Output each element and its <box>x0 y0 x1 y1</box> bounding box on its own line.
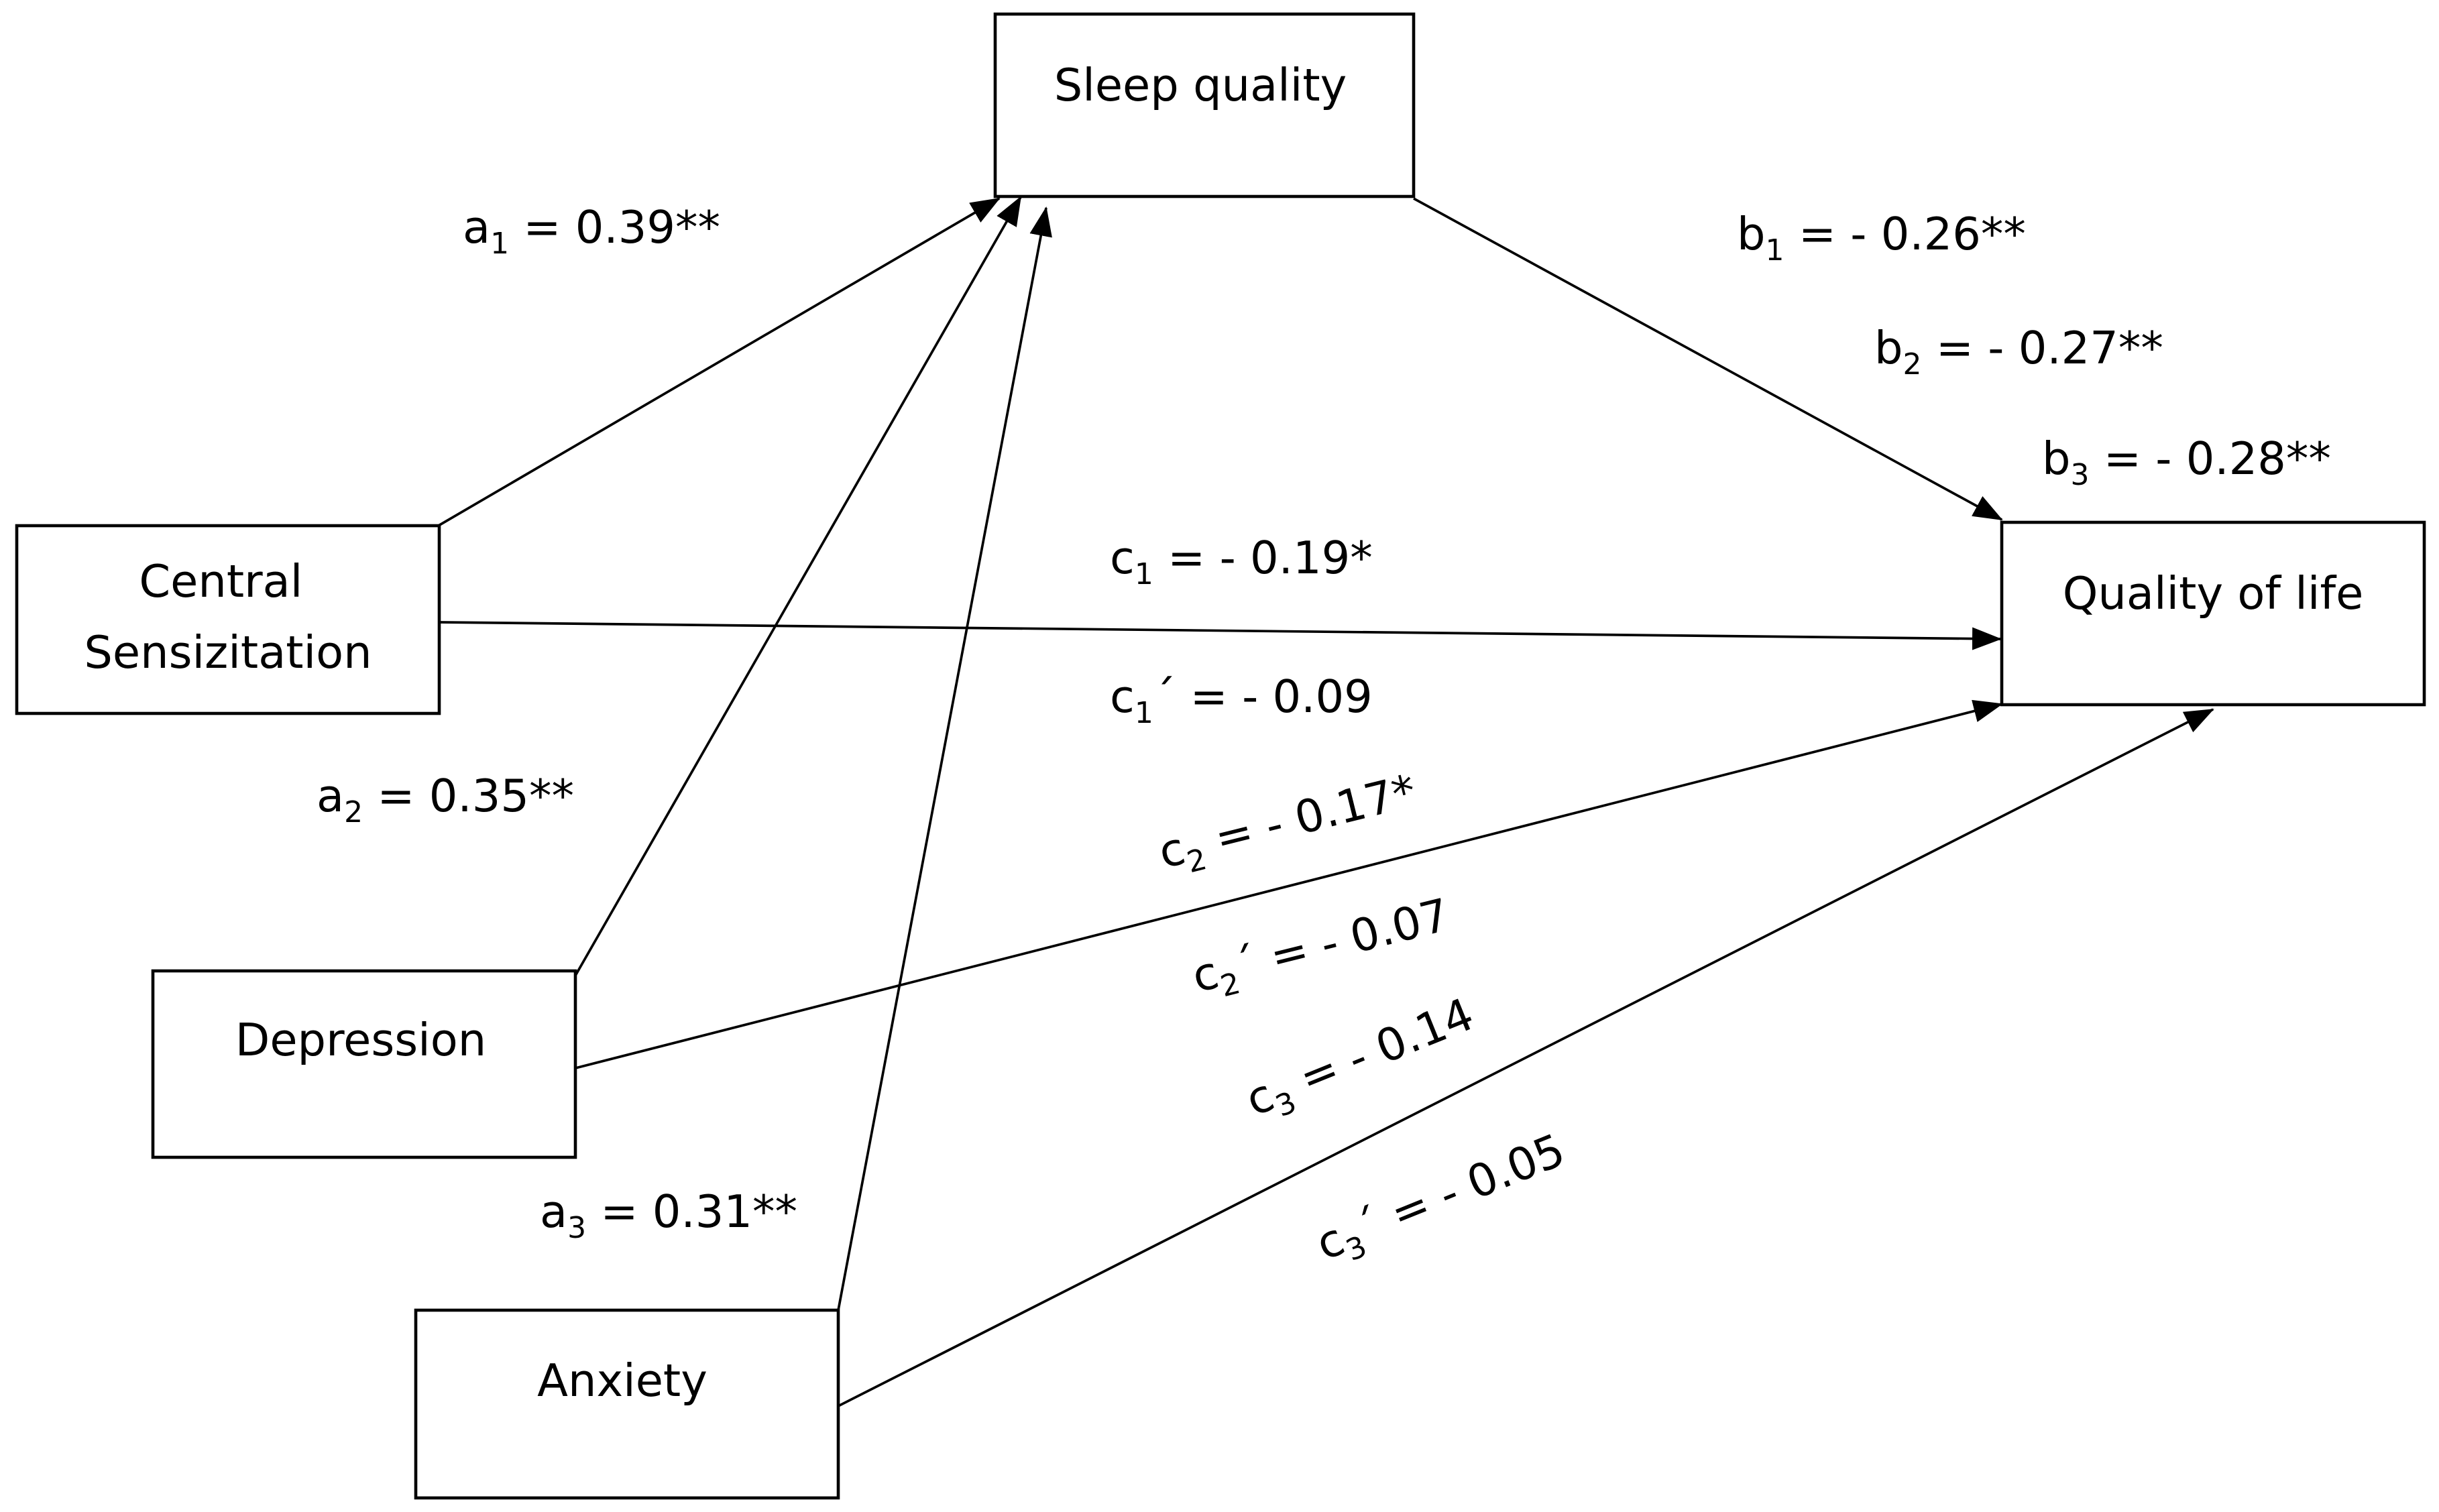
node-label-line: Sleep quality <box>1054 59 1347 111</box>
node-depression: Depression <box>151 969 577 1159</box>
coef-symbol: b <box>2042 432 2071 485</box>
edge-anxiety-to-sleep-quality <box>837 207 1052 1311</box>
node-label: Anxiety <box>537 1354 707 1407</box>
coef-subscript: 2 <box>344 795 363 829</box>
node-label-line: Central <box>139 555 302 607</box>
node-box <box>993 12 1416 198</box>
coef-value: = - 0.19* <box>1153 532 1373 584</box>
coefficient-c1: c1 = - 0.19* <box>1110 532 1373 591</box>
edge-central-sensitization-to-sleep-quality <box>437 197 1001 528</box>
node-label: Depression <box>235 1014 487 1066</box>
node-quality-of-life: Quality of life <box>2000 520 2426 707</box>
node-sleep-quality: Sleep quality <box>993 12 1416 198</box>
coef-value: = - 0.05 <box>1370 1124 1572 1246</box>
coef-symbol: c <box>1110 671 1135 723</box>
edge-sleep-quality-to-quality-of-life <box>1413 197 2003 521</box>
coef-symbol: b <box>1874 322 1903 374</box>
edge-depression-to-sleep-quality <box>574 196 1022 976</box>
coef-value: = 0.39** <box>509 201 720 253</box>
node-label-line: Anxiety <box>537 1354 707 1407</box>
coef-value: = 0.35** <box>363 770 574 822</box>
coef-subscript: 1 <box>490 227 509 261</box>
coefficient-c1-prime: c1´ = - 0.09 <box>1110 671 1373 730</box>
node-central-sensitization: Central Sensizitation <box>15 524 441 715</box>
coef-value: = - 0.14 <box>1279 988 1481 1110</box>
coef-subscript: 3 <box>567 1211 586 1245</box>
coef-symbol: a <box>317 770 344 822</box>
coefficient-labels: a1 = 0.39** a2 = 0.35** a3 = 0.31** b1 =… <box>317 201 2331 1271</box>
coefficient-a2: a2 = 0.35** <box>317 770 574 829</box>
node-label: Sleep quality <box>1054 59 1347 111</box>
coef-value: = - 0.07 <box>1251 888 1455 987</box>
coef-value: = - 0.26** <box>1784 208 2026 260</box>
coef-value: = - 0.09 <box>1176 671 1372 723</box>
coefficient-a3: a3 = 0.31** <box>540 1185 797 1245</box>
coefficient-b3: b3 = - 0.28** <box>2042 432 2331 492</box>
node-label: Quality of life <box>2063 567 2364 620</box>
coef-value: = - 0.17* <box>1196 764 1421 868</box>
coefficient-c2: c2 = - 0.17* <box>1153 764 1423 886</box>
edge-central-sensitization-to-quality-of-life <box>439 621 2002 650</box>
coef-subscript: 2 <box>1903 347 1922 382</box>
node-anxiety: Anxiety <box>414 1308 840 1500</box>
edge-depression-to-quality-of-life <box>575 699 2003 1069</box>
edges <box>437 196 2214 1407</box>
coefficient-c3: c3 = - 0.14 <box>1239 988 1483 1133</box>
coef-value: = - 0.27** <box>1922 322 2163 374</box>
node-label: Central Sensizitation <box>84 555 372 679</box>
node-box <box>151 969 577 1159</box>
coefficient-b1: b1 = - 0.26** <box>1737 208 2026 268</box>
node-box <box>2000 520 2426 707</box>
node-box <box>15 524 441 715</box>
coef-symbol: b <box>1737 208 1766 260</box>
coef-subscript: 1 <box>1135 557 1153 591</box>
coefficient-c2-prime: c2´ = - 0.07 <box>1187 888 1457 1010</box>
coef-value: = - 0.28** <box>2090 432 2331 485</box>
coef-subscript: 1 <box>1766 233 1784 268</box>
node-label-line: Sensizitation <box>84 626 372 679</box>
coefficient-b2: b2 = - 0.27** <box>1874 322 2163 382</box>
node-label-line: Depression <box>235 1014 487 1066</box>
coef-subscript: 3 <box>2071 458 2090 492</box>
coef-symbol: a <box>463 201 490 253</box>
coef-symbol: a <box>540 1185 567 1238</box>
coefficient-a1: a1 = 0.39** <box>463 201 720 261</box>
node-label-line: Quality of life <box>2063 567 2364 620</box>
node-box <box>414 1308 840 1500</box>
coef-value: = 0.31** <box>586 1185 797 1238</box>
coef-symbol: c <box>1110 532 1135 584</box>
coef-subscript: 1 <box>1135 696 1153 730</box>
coef-prime: ´ <box>1153 671 1176 723</box>
edge-anxiety-to-quality-of-life <box>838 708 2214 1407</box>
